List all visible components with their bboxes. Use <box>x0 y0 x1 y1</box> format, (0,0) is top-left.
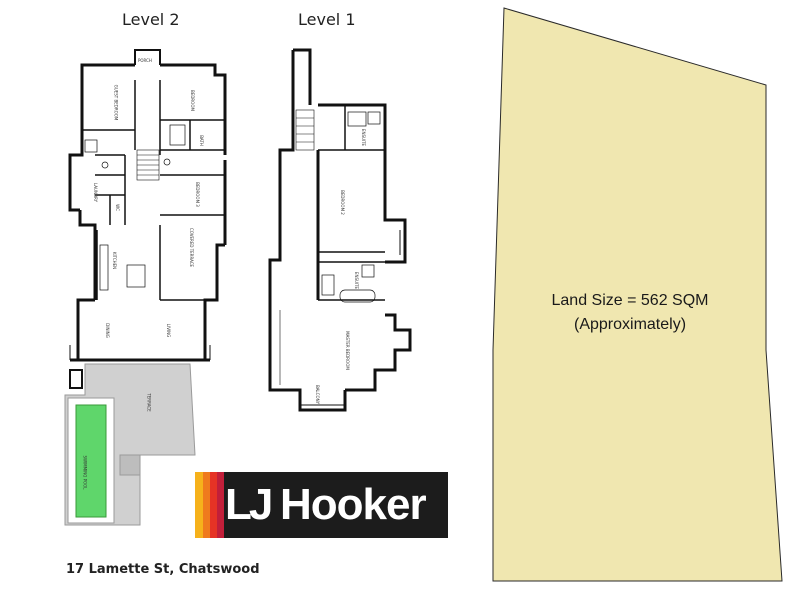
room-guest-bedroom: GUEST BEDROOM <box>113 84 119 121</box>
level-1-plan <box>268 48 412 412</box>
logo-hooker-text: Hooker <box>280 480 427 529</box>
logo-lj-text: LJ <box>225 480 273 529</box>
room-ensuite-2: ENSUITE <box>354 271 360 290</box>
room-ensuite: ENSUITE <box>361 128 367 147</box>
room-bedroom-2: BEDROOM 2 <box>339 190 345 215</box>
room-wc: WC <box>114 204 120 211</box>
room-bedroom-3: BEDROOM 3 <box>194 182 200 207</box>
swimming-pool <box>75 404 107 518</box>
land-size-approx: (Approximately) <box>573 316 687 333</box>
lj-hooker-logo <box>195 472 448 538</box>
room-kitchen: KITCHEN <box>112 251 118 270</box>
property-address: 17 Lamette St, Chatswood <box>66 562 260 577</box>
room-bedroom: BEDROOM <box>189 90 195 111</box>
level-1-title: Level 1 <box>298 10 356 29</box>
pool-terrace-area <box>64 363 196 526</box>
room-bath: BATH <box>198 135 204 146</box>
room-terrace: TERRACE <box>146 393 152 412</box>
room-porch: PORCH <box>138 58 152 63</box>
room-dining: DINING <box>104 323 110 338</box>
room-covered-terrace: COVERED TERRACE <box>189 227 195 268</box>
room-living: LIVING <box>166 323 172 338</box>
room-balcony: BALCONY <box>315 384 321 405</box>
room-laundry: LAUNDRY <box>93 182 99 203</box>
land-size-label: Land Size = 562 SQM <box>551 292 709 309</box>
room-master-bedroom: MASTER BEDROOM <box>344 331 350 370</box>
level-2-plan <box>68 49 227 389</box>
room-swimming-pool: SWIMMING POOL <box>82 455 88 490</box>
level-2-title: Level 2 <box>122 10 180 29</box>
land-parcel <box>492 7 783 582</box>
